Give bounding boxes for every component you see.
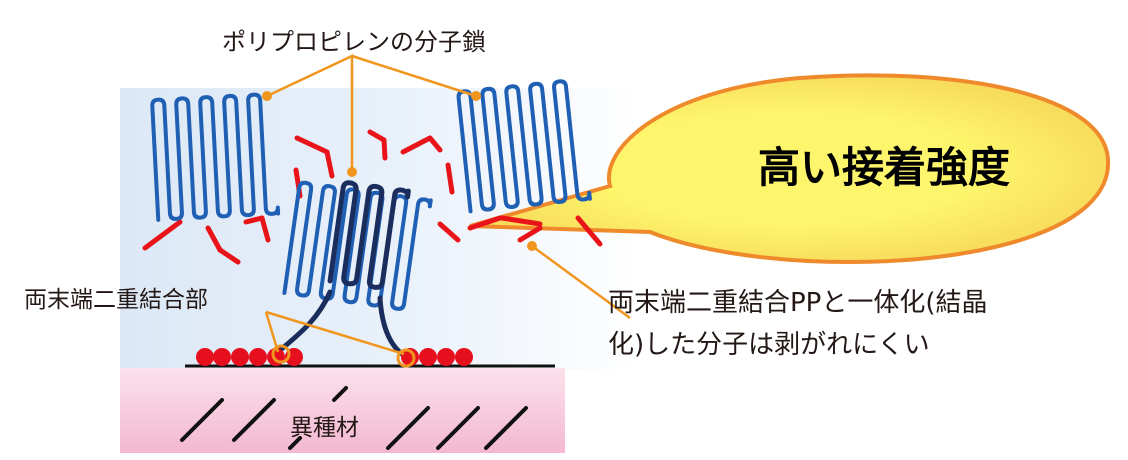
bond-blob [455,348,473,366]
crystal-left [150,92,281,222]
red-segment [142,219,183,251]
red-segment [400,135,433,155]
crystal-right [456,79,592,214]
red-segment [205,225,223,253]
substrate-label: 異種材 [290,415,359,441]
red-segment [575,215,603,247]
leader-dot [347,167,357,177]
hatch-stroke [288,436,302,450]
bond-blob [437,348,455,366]
strength-label: 高い接着強度 [758,143,1011,192]
red-segments [142,129,603,265]
leader-dot [527,241,537,251]
red-segment [467,215,503,231]
red-segment [437,221,461,243]
note-line-2: 化)した分子は剥がれにくい [608,330,930,360]
end-bond-label: 両末端二重結合部 [24,287,208,313]
bond-blob [419,348,437,366]
hatch-stroke [180,398,224,442]
leader-lines [264,54,631,368]
note-line-1: 両末端二重結合PPと一体化(結晶 [608,288,988,318]
red-segment [259,215,271,243]
red-segment [324,149,335,179]
hatch-stroke [332,386,348,402]
bond-blob [213,348,231,366]
red-segment [381,137,388,161]
leader-bond-left [264,311,280,353]
leader-chain-right [351,54,477,98]
leader-dot [471,91,481,101]
hatch-stroke [232,398,276,442]
pp-chain-label: ポリプロピレンの分子鎖 [222,28,486,56]
red-segment [367,129,387,143]
leader-dot [262,91,272,101]
crystal-center [282,180,433,311]
hatch-stroke [386,406,430,450]
bond-marker-left [271,344,291,364]
red-segment [445,162,455,195]
red-segment [217,247,241,265]
bond-blob [231,348,249,366]
substrate-hatching [180,386,528,450]
red-segment [517,225,543,243]
red-segment [243,215,265,225]
red-segment [499,215,543,227]
speech-bubble [469,73,1111,265]
bond-marker-right [396,348,416,368]
hatch-stroke [484,406,528,450]
crystal-center-dark [327,180,411,290]
substrate-block [120,368,565,453]
hatch-stroke [436,406,480,450]
red-segment [294,135,330,155]
leader-note [531,244,631,320]
red-segment [427,135,443,153]
leader-dots [262,91,537,251]
leader-bond-right [265,310,405,356]
bond-blob [249,348,267,366]
bond-blob [196,348,214,366]
bond-blobs [196,348,473,366]
